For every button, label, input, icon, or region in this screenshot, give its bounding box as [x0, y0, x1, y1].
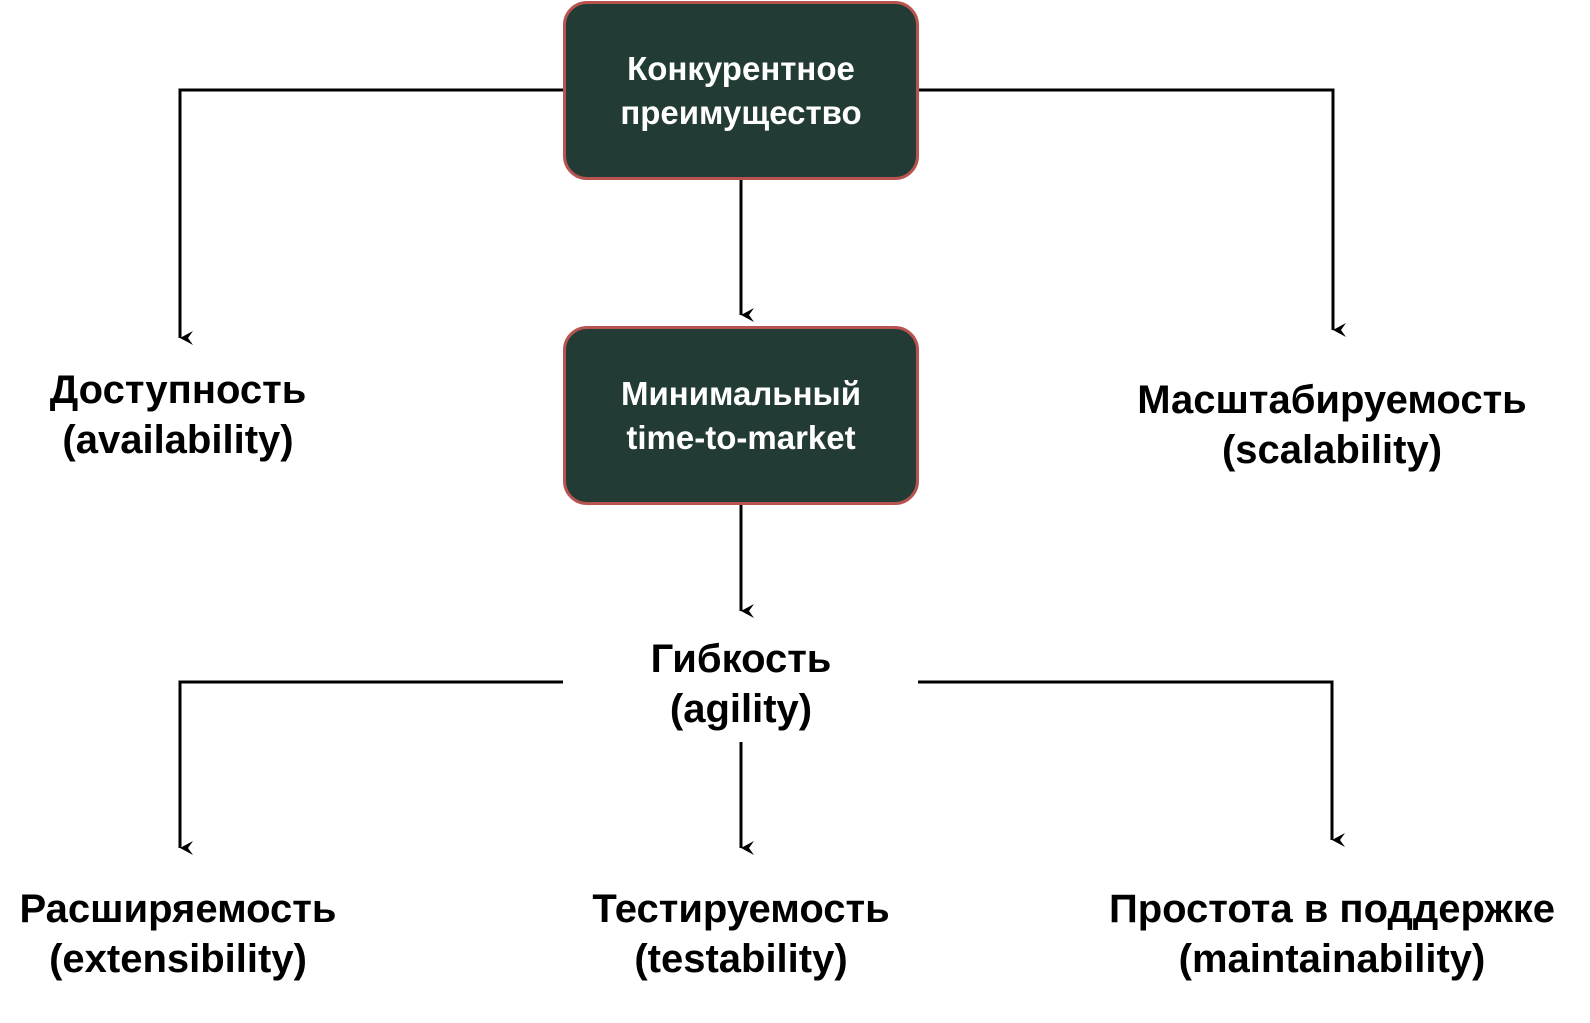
node-testability-line2: (testability)	[634, 937, 848, 981]
node-scalability: Масштабируемость (scalability)	[1132, 375, 1532, 475]
node-extensibility: Расширяемость (extensibility)	[0, 884, 356, 984]
node-extensibility-line1: Расширяемость	[19, 887, 337, 931]
arrow-agility-to-extensibility	[178, 680, 563, 855]
node-competitive-advantage-line1: Конкурентное	[627, 49, 855, 87]
node-time-to-market: Минимальный time-to-market	[563, 326, 919, 505]
node-testability-line1: Тестируемость	[592, 887, 890, 931]
node-scalability-line2: (scalability)	[1221, 428, 1443, 472]
node-competitive-advantage-line2: преимущество	[620, 93, 862, 131]
node-extensibility-line2: (extensibility)	[49, 937, 307, 981]
arrow-advantage-to-scalability	[918, 88, 1346, 337]
node-availability-line1: Доступность	[49, 368, 307, 412]
node-time-to-market-line1: Минимальный	[621, 374, 861, 412]
node-agility: Гибкость (agility)	[563, 632, 919, 736]
node-maintainability: Простота в поддержке (maintainability)	[1100, 884, 1564, 984]
node-competitive-advantage: Конкурентное преимущество	[563, 1, 919, 180]
node-availability: Доступность (availability)	[0, 365, 356, 465]
node-availability-line2: (availability)	[62, 418, 294, 462]
node-agility-line2: (agility)	[669, 687, 813, 731]
node-testability: Тестируемость (testability)	[563, 884, 919, 984]
node-time-to-market-line2: time-to-market	[626, 418, 856, 456]
arrow-agility-to-maintainability	[918, 680, 1345, 847]
node-maintainability-line1: Простота в поддержке	[1108, 887, 1556, 931]
node-scalability-line1: Масштабируемость	[1137, 378, 1527, 422]
node-agility-line1: Гибкость	[650, 637, 832, 681]
node-maintainability-line2: (maintainability)	[1178, 937, 1486, 981]
arrow-advantage-to-availability	[178, 88, 563, 345]
